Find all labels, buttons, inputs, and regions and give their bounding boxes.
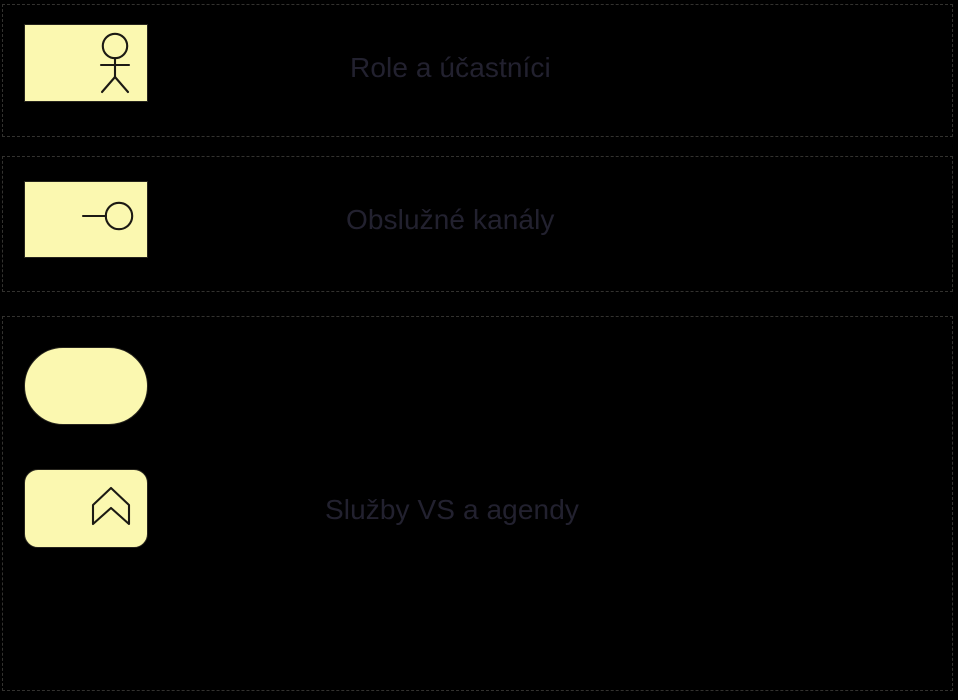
legend-label-channels: Obslužné kanály bbox=[346, 204, 555, 235]
business-actor-icon bbox=[93, 32, 137, 94]
legend-swatch-business-service[interactable] bbox=[24, 469, 148, 548]
legend-section-roles bbox=[2, 4, 953, 137]
legend-section-services bbox=[2, 316, 953, 691]
legend-swatch-business-actor[interactable] bbox=[24, 24, 148, 102]
legend-label-roles: Role a účastníci bbox=[350, 52, 551, 83]
legend-swatch-business-process[interactable] bbox=[24, 347, 148, 425]
legend-swatch-business-interface[interactable] bbox=[24, 181, 148, 258]
legend-section-channels bbox=[2, 156, 953, 292]
business-interface-icon bbox=[81, 196, 137, 236]
legend-label-services: Služby VS a agendy bbox=[325, 494, 579, 525]
business-service-chevron-icon bbox=[89, 484, 133, 528]
